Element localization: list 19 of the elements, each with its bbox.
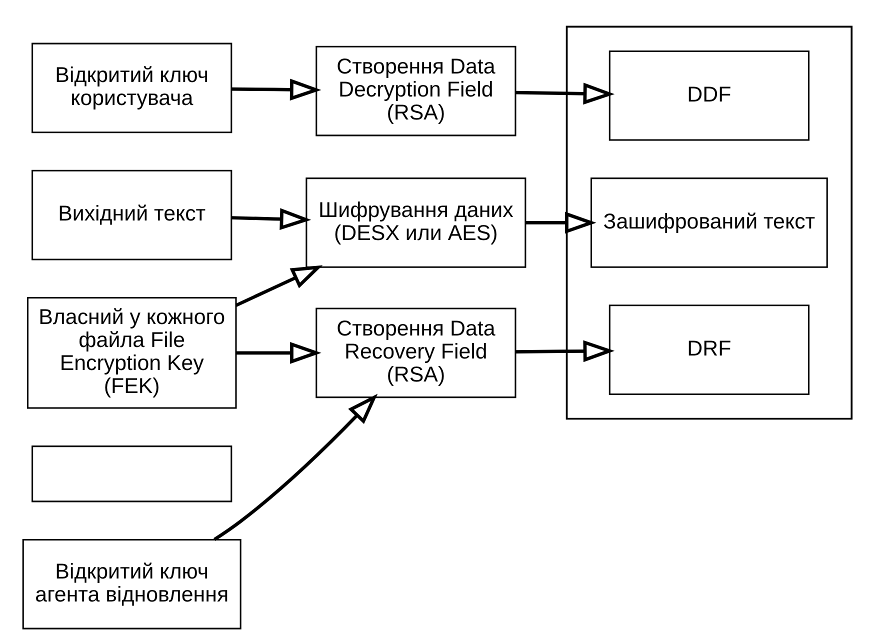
arrow [213,394,378,541]
node-box: Шифрування даних (DESX или AES) [306,178,526,268]
arrow [236,342,322,364]
arrow [232,208,312,230]
arrow [516,82,615,105]
node-box: Створення Data Recovery Field (RSA) [316,308,516,398]
node-box: Власний у кожного файла File Encryption Key (FEK) [26,297,237,409]
node-box [32,446,232,502]
node-box: DRF [608,304,810,395]
node-box: Зашифрований текст [590,178,828,268]
arrow [516,340,615,362]
arrow [235,265,323,307]
arrow [232,78,322,101]
node-box: Вихідний текст [32,170,232,260]
node-box: Створення Data Decryption Field (RSA) [316,46,516,136]
node-box: Відкритий ключ користувача [32,42,232,134]
arrow [526,212,596,234]
node-box: Відкритий ключ агента відновлення [22,538,242,630]
node-box: DDF [608,50,810,141]
